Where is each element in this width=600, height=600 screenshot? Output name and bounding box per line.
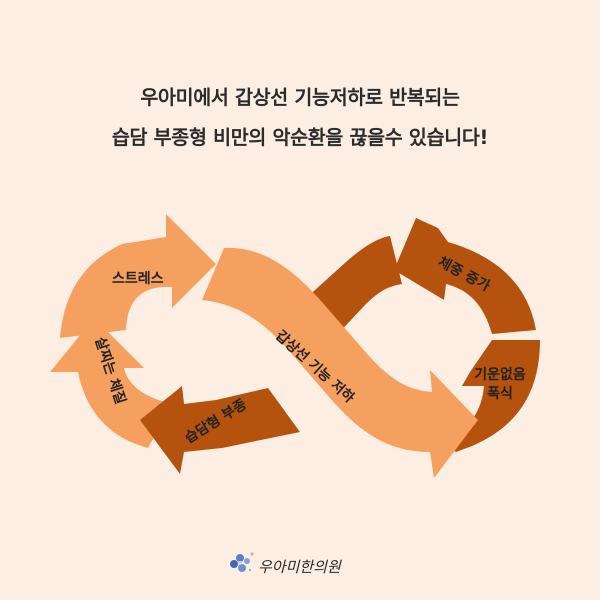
label-overeating-2: 폭식 (487, 386, 513, 402)
obese-body-arrow (50, 318, 172, 448)
clinic-logo: 우아미한의원 (228, 548, 388, 584)
headline-line-1: 우아미에서 갑상선 기능저하로 반복되는 (140, 86, 460, 109)
weight-gain-arrow (394, 218, 536, 334)
headline: 우아미에서 갑상선 기능저하로 반복되는 습담 부종형 비만의 악순환을 끊을수… (0, 78, 600, 158)
stress-arrow (60, 214, 216, 338)
overeating-arrow (444, 340, 540, 452)
headline-line-2: 습담 부종형 비만의 악순환을 끊을수 있습니다! (111, 126, 489, 149)
label-overeating-1: 기운없음 (474, 367, 526, 383)
edema-arrow (140, 386, 300, 474)
flower-icon (230, 552, 254, 572)
label-stress: 스트레스 (112, 271, 164, 287)
logo-text: 우아미한의원 (258, 558, 341, 576)
hypothyroid-arrow (202, 247, 478, 478)
